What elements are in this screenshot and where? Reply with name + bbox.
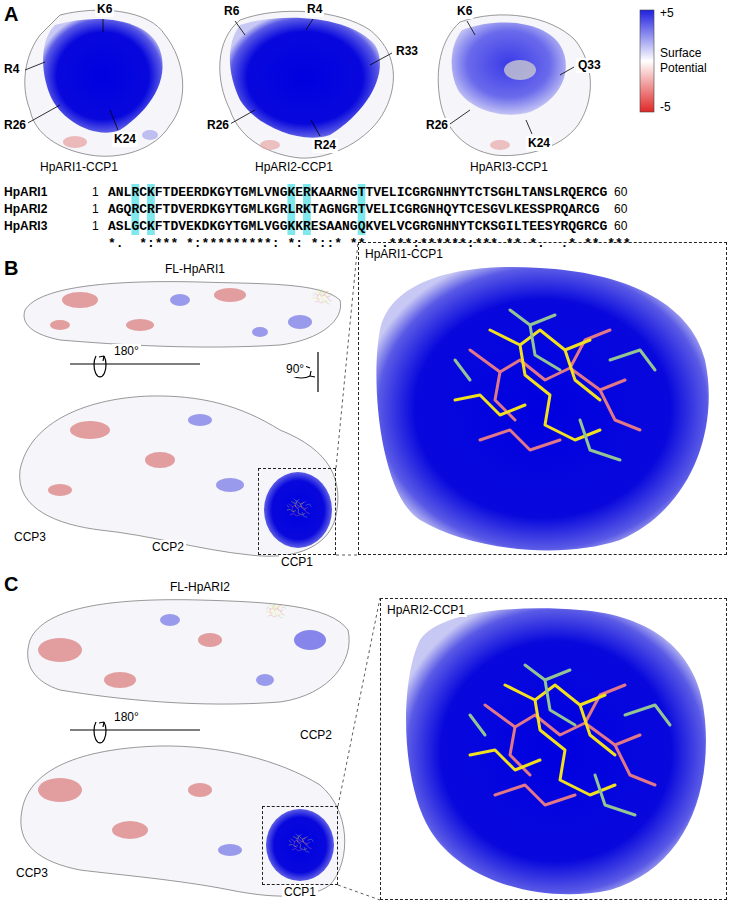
view-label: FL-HpARI1 [165, 262, 225, 277]
residue-label: R6 [222, 4, 241, 19]
zoom-inset: HpARI2-CCP1 [380, 598, 727, 900]
inset-title: HpARI2-CCP1 [385, 603, 467, 617]
sequence-name: HpARI1 [4, 184, 47, 201]
residue-label: R26 [2, 118, 28, 133]
structure-name: HpARI1-CCP1 [40, 160, 118, 175]
scale-title: Surface Potential [660, 46, 732, 76]
scale-label: -5 [660, 100, 671, 115]
domain-label: CCP3 [14, 866, 50, 881]
rotation-angle: 180° [112, 344, 141, 359]
sequence-name: HpARI2 [4, 201, 47, 218]
domain-label: CCP2 [150, 540, 186, 555]
domain-label: CCP1 [279, 555, 315, 569]
scale-label: +5 [660, 6, 674, 21]
domain-label: CCP3 [12, 530, 48, 545]
view-label: FL-HpARI2 [170, 580, 230, 595]
residue-label: R26 [424, 118, 450, 133]
domain-label: CCP2 [298, 728, 334, 743]
residue-label: K24 [526, 136, 552, 151]
rotation-angle: 90° [284, 362, 306, 377]
zoom-box: CCP1 [262, 806, 338, 885]
zoom-line [336, 242, 358, 468]
sequence: ASLGCKFTDVEKDKGYTGMLVGGKKRESAANGQKVELVCG… [108, 218, 607, 235]
zoom-inset: HpARI1-CCP1 [358, 242, 727, 555]
residue-label: R4 [305, 2, 324, 17]
panel-letter: B [4, 256, 18, 281]
sequence-name: HpARI3 [4, 218, 47, 235]
zoom-line [338, 598, 380, 806]
residue-number: 1 [92, 218, 99, 235]
residue-number: 60 [614, 218, 627, 235]
residue-label: R33 [394, 44, 420, 59]
residue-number: 60 [614, 184, 627, 201]
residue-label: R24 [312, 138, 338, 153]
structure-name: HpARI2-CCP1 [255, 160, 333, 175]
sequence: AGQRCRFTDVERDKGYTGMLKGRLRKTAGNGRTVELICGR… [108, 201, 599, 218]
residue-label: K24 [112, 132, 138, 147]
residue-number: 60 [614, 201, 627, 218]
sequence: ANLRCKFTDEERDKGYTGMLVNGKERKAARNGTTVELICG… [108, 184, 607, 201]
zoom-box: CCP1 [258, 468, 336, 555]
rotation-angle: 180° [112, 710, 141, 725]
panel-letter: C [4, 572, 18, 597]
panel-letter: A [4, 2, 18, 27]
residue-label: R26 [205, 118, 231, 133]
structure-name: HpARI3-CCP1 [470, 160, 548, 175]
residue-number: 1 [92, 184, 99, 201]
residue-label: Q33 [576, 58, 603, 73]
residue-label: R4 [2, 62, 21, 77]
residue-label: K6 [455, 4, 474, 19]
residue-label: K6 [95, 2, 114, 17]
inset-title: HpARI1-CCP1 [363, 247, 445, 261]
residue-number: 1 [92, 201, 99, 218]
domain-label: CCP1 [282, 885, 318, 899]
